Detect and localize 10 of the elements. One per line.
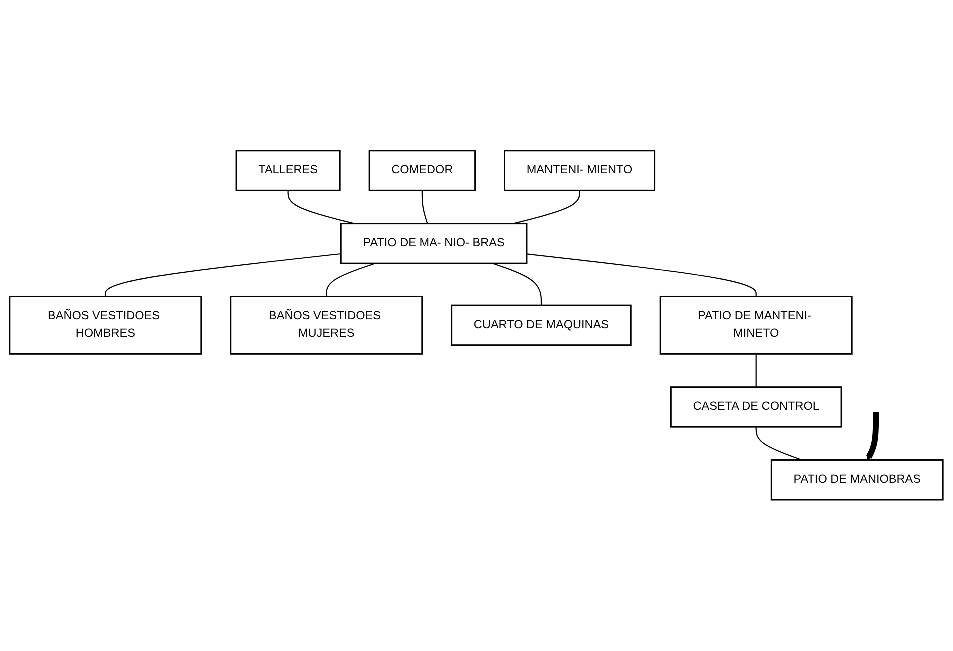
process-box: CUARTO DE MAQUINAS bbox=[451, 304, 632, 346]
process-box: PATIO DE MANIOBRAS bbox=[770, 460, 944, 501]
process-box: BAÑOS VESTIDOES MUJERES bbox=[230, 296, 424, 355]
process-box: TALLERES bbox=[236, 150, 341, 192]
process-box: CASETA DE CONTROL bbox=[670, 386, 842, 428]
process-box: COMEDOR bbox=[368, 150, 476, 192]
process-box: PATIO DE MANTENI- MINETO bbox=[660, 296, 853, 355]
process-box: PATIO DE MA- NIO- BRAS bbox=[340, 223, 528, 264]
process-box: BAÑOS VESTIDOES HOMBRES bbox=[9, 296, 202, 355]
process-box: MANTENI- MIENTO bbox=[504, 150, 656, 192]
